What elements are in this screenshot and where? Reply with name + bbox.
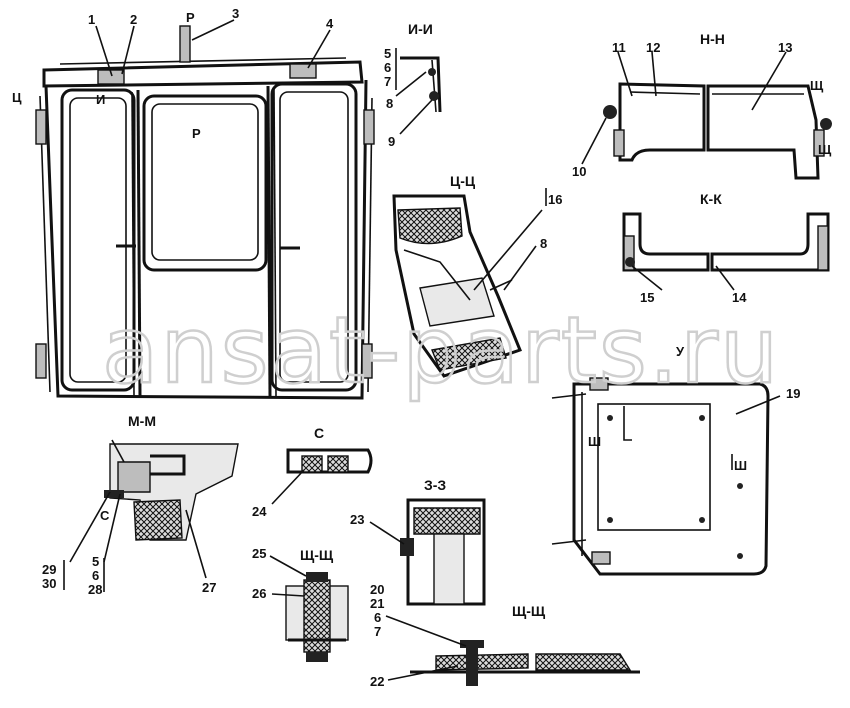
view-mark-i: И bbox=[96, 92, 105, 107]
title-section-n-n: Н-Н bbox=[700, 31, 725, 47]
view-mark-s: С bbox=[100, 508, 110, 523]
callout-21: 21 bbox=[370, 596, 384, 611]
callout-5b: 5 bbox=[92, 554, 99, 569]
callout-27: 27 bbox=[202, 580, 216, 595]
callout-20: 20 bbox=[370, 582, 384, 597]
section-m-m bbox=[104, 439, 239, 541]
view-mark-u: У bbox=[676, 344, 685, 359]
view-mark-ts-left: Ц bbox=[12, 90, 22, 105]
callout-2: 2 bbox=[130, 12, 137, 27]
title-section-m-m: М-М bbox=[128, 413, 156, 429]
callout-7b: 7 bbox=[374, 624, 381, 639]
title-section-ts-ts: Ц-Ц bbox=[450, 173, 476, 189]
callout-6: 6 bbox=[384, 60, 391, 75]
callout-30: 30 bbox=[42, 576, 56, 591]
callout-8b: 8 bbox=[540, 236, 547, 251]
section-z-z bbox=[400, 498, 486, 606]
callout-23: 23 bbox=[350, 512, 364, 527]
callout-10: 10 bbox=[572, 164, 586, 179]
view-mark-sh-a: Ш bbox=[588, 434, 601, 449]
callout-28: 28 bbox=[88, 582, 102, 597]
view-mark-shch-right-top: Щ bbox=[810, 78, 824, 93]
section-n-n bbox=[603, 82, 832, 180]
title-section-z-z: З-З bbox=[424, 477, 446, 493]
callout-11: 11 bbox=[612, 40, 626, 55]
callout-15: 15 bbox=[640, 290, 654, 305]
callout-6b: 6 bbox=[92, 568, 99, 583]
callout-25: 25 bbox=[252, 546, 266, 561]
view-u-panel bbox=[551, 377, 770, 576]
title-section-i-i: И-И bbox=[408, 21, 433, 37]
callout-3: 3 bbox=[232, 6, 239, 21]
callout-22: 22 bbox=[370, 674, 384, 689]
section-shch-shch-bolt bbox=[285, 572, 349, 662]
callout-16: 16 bbox=[548, 192, 562, 207]
callout-14: 14 bbox=[732, 290, 747, 305]
view-mark-shch-right-bottom: Щ bbox=[818, 142, 832, 157]
callout-1: 1 bbox=[88, 12, 95, 27]
callout-8a: 8 bbox=[386, 96, 393, 111]
watermark-text: ansat-parts.ru bbox=[102, 297, 780, 404]
section-shch-shch-plate bbox=[410, 640, 640, 686]
callout-19: 19 bbox=[786, 386, 800, 401]
title-section-shch-shch-bolt: Щ-Щ bbox=[300, 547, 334, 563]
view-mark-r-top: Р bbox=[186, 10, 195, 25]
view-mark-r-mid: Р bbox=[192, 126, 201, 141]
view-mark-sh-b: Ш bbox=[734, 458, 747, 473]
cab-door-assembly bbox=[35, 25, 375, 400]
title-section-k-k: К-К bbox=[700, 191, 722, 207]
title-section-s: С bbox=[314, 425, 324, 441]
callout-7: 7 bbox=[384, 74, 391, 89]
callout-26: 26 bbox=[252, 586, 266, 601]
callout-24: 24 bbox=[252, 504, 267, 519]
callout-4: 4 bbox=[326, 16, 334, 31]
leader-lines bbox=[63, 19, 787, 681]
callout-6c: 6 bbox=[374, 610, 381, 625]
callout-12: 12 bbox=[646, 40, 660, 55]
section-k-k bbox=[622, 212, 830, 272]
section-s bbox=[286, 448, 373, 474]
section-ts-ts bbox=[392, 194, 522, 378]
section-i-i bbox=[395, 48, 442, 113]
callout-13: 13 bbox=[778, 40, 792, 55]
title-section-shch-shch-plate: Щ-Щ bbox=[512, 603, 546, 619]
callout-29: 29 bbox=[42, 562, 56, 577]
callout-9: 9 bbox=[388, 134, 395, 149]
callout-5: 5 bbox=[384, 46, 391, 61]
